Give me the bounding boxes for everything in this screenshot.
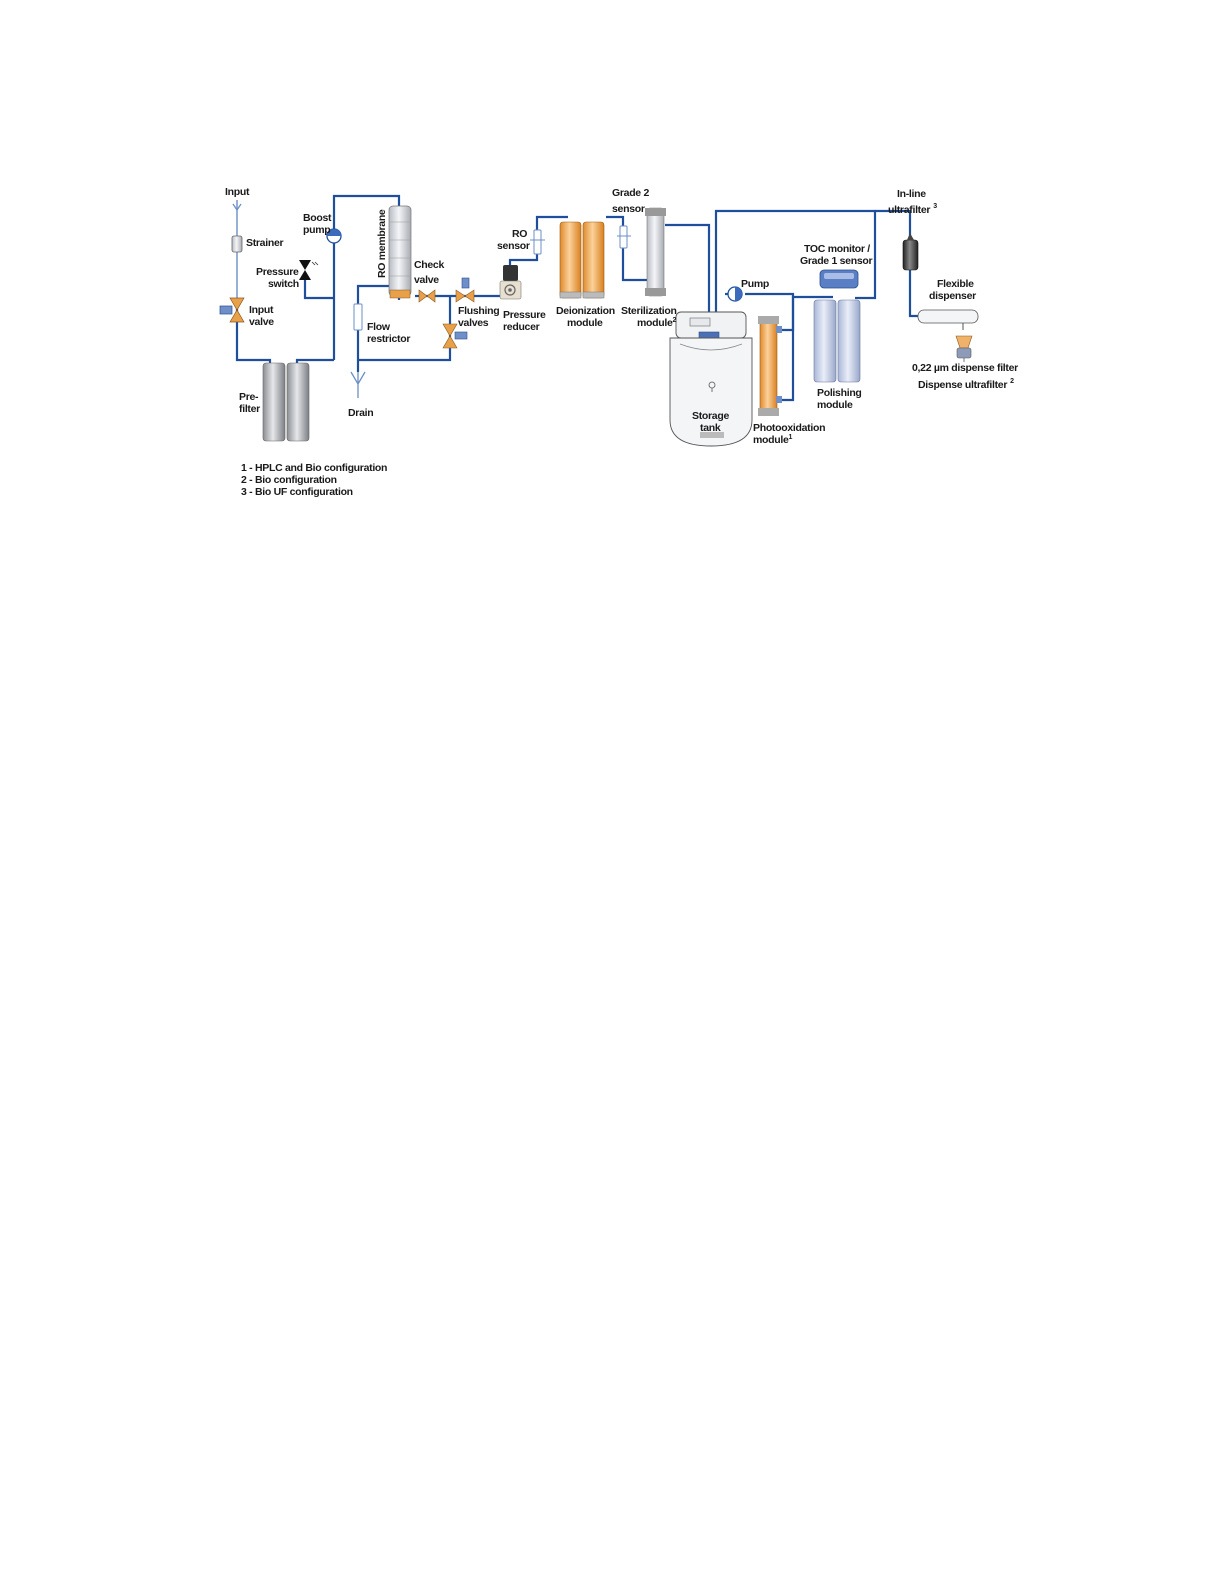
label-pressure-switch: Pressure xyxy=(256,266,299,278)
legend: 1 - HPLC and Bio configuration 2 - Bio c… xyxy=(241,462,387,498)
flow-restrictor-icon xyxy=(353,303,363,331)
label-flexible-dispenser-2: dispenser xyxy=(929,290,976,302)
legend-item-2: 2 - Bio configuration xyxy=(241,474,337,486)
pressure-reducer-icon xyxy=(499,265,522,300)
label-flushing-valves: Flushing xyxy=(458,305,499,317)
label-pressure-switch-2: switch xyxy=(268,278,299,290)
label-flushing-valves-2: valves xyxy=(458,317,489,329)
label-flexible-dispenser: Flexible xyxy=(937,278,974,290)
flushing-valve-top-icon xyxy=(455,277,475,303)
label-sterilization-2: module2 xyxy=(637,317,677,329)
label-photooxidation-word: module xyxy=(753,434,789,446)
input-arrow-icon xyxy=(232,203,242,212)
label-deionization-2: module xyxy=(567,317,603,329)
deionization-module-icon xyxy=(559,221,605,299)
strainer-icon xyxy=(231,235,243,253)
label-ro-membrane: RO membrane xyxy=(376,209,388,278)
label-dispense-filter: 0,22 µm dispense filter xyxy=(912,362,1018,374)
legend-item-3: 3 - Bio UF configuration xyxy=(241,486,353,498)
flexible-dispenser-icon xyxy=(917,309,979,330)
label-inline-uf: In-line xyxy=(897,188,926,200)
label-input-valve: Input xyxy=(249,304,274,316)
label-sterilization-word: module xyxy=(637,317,673,329)
label-grade2-sensor-2: sensor xyxy=(612,203,645,215)
label-photooxidation: Photooxidation xyxy=(753,422,825,434)
label-inline-uf-word: ultrafilter xyxy=(888,204,930,216)
label-input-valve-2: valve xyxy=(249,316,274,328)
label-storage-tank: Storage xyxy=(692,410,729,422)
label-prefilter: Pre- xyxy=(239,391,259,403)
photooxidation-module-icon xyxy=(758,316,782,416)
label-boost-pump-2: pump xyxy=(303,224,330,236)
label-sterilization: Sterilization xyxy=(621,305,677,317)
label-storage-tank-2: tank xyxy=(700,422,721,434)
label-photooxidation-sup: 1 xyxy=(789,434,793,441)
check-valve-icon xyxy=(418,289,436,303)
label-strainer: Strainer xyxy=(246,237,283,249)
label-boost-pump: Boost xyxy=(303,212,332,224)
label-pressure-reducer: Pressure xyxy=(503,309,546,321)
boost-pump-icon xyxy=(326,228,342,244)
label-sterilization-sup: 2 xyxy=(673,317,677,324)
label-prefilter-2: filter xyxy=(239,403,260,415)
label-polishing-2: module xyxy=(817,399,853,411)
label-flow-restrictor-2: restrictor xyxy=(367,333,410,345)
label-dispense-uf-sup: 2 xyxy=(1010,378,1014,385)
pump-icon xyxy=(727,286,743,302)
label-check-valve: Check xyxy=(414,259,444,271)
label-ro-sensor: RO xyxy=(512,228,527,240)
grade2-sensor-icon xyxy=(617,225,631,249)
label-toc-monitor: TOC monitor / xyxy=(804,243,870,255)
drain-icon xyxy=(350,371,366,398)
water-purification-diagram: Input Strainer Pressure switch Input val… xyxy=(219,186,1018,498)
input-valve-icon xyxy=(219,297,245,323)
pressure-switch-icon xyxy=(299,260,319,280)
prefilter-icon xyxy=(262,362,310,442)
sterilization-module-icon xyxy=(645,207,666,297)
label-check-valve-2: valve xyxy=(414,274,439,286)
flushing-valve-bottom-icon xyxy=(442,323,468,349)
label-dispense-uf-word: Dispense ultrafilter xyxy=(918,379,1007,391)
label-toc-monitor-2: Grade 1 sensor xyxy=(800,255,872,267)
label-deionization: Deionization xyxy=(556,305,615,317)
polishing-module-icon xyxy=(813,299,861,383)
inline-ultrafilter-icon xyxy=(902,233,919,271)
label-pump: Pump xyxy=(741,278,769,290)
label-polishing: Polishing xyxy=(817,387,862,399)
label-grade2-sensor: Grade 2 xyxy=(612,187,649,199)
ro-membrane-icon xyxy=(388,205,412,299)
label-photooxidation-2: module1 xyxy=(753,434,793,446)
label-drain: Drain xyxy=(348,407,373,419)
legend-item-1: 1 - HPLC and Bio configuration xyxy=(241,462,387,474)
label-inline-uf-sup: 3 xyxy=(933,203,937,210)
label-flow-restrictor: Flow xyxy=(367,321,391,333)
storage-tank-icon xyxy=(669,311,753,447)
label-ro-sensor-2: sensor xyxy=(497,240,530,252)
dispense-filter-icon xyxy=(955,335,973,362)
toc-monitor-icon xyxy=(819,269,859,289)
ro-sensor-icon xyxy=(530,229,545,255)
label-input: Input xyxy=(225,186,250,198)
label-pressure-reducer-2: reducer xyxy=(503,321,540,333)
